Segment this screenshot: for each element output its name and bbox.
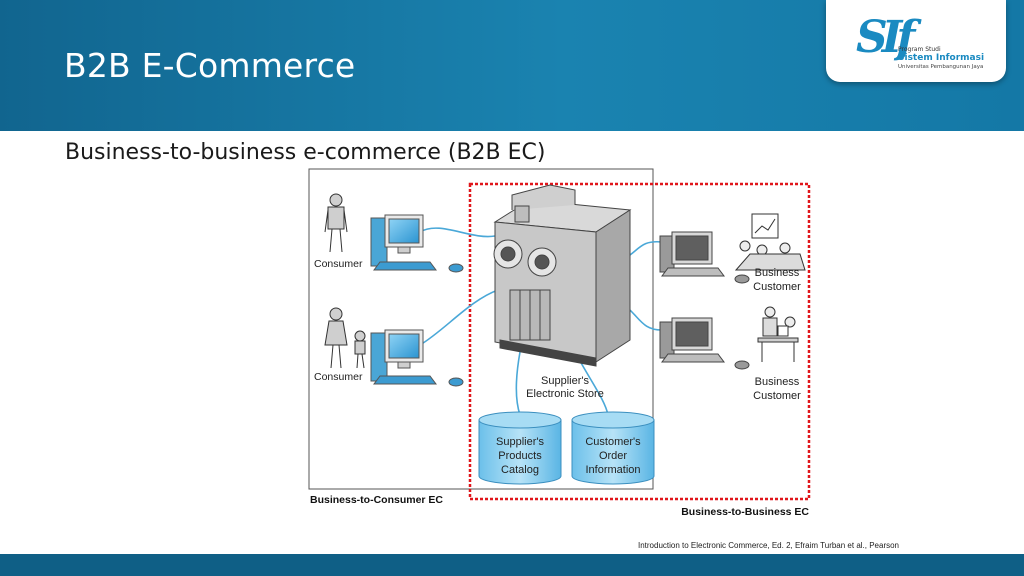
consumer-1-label: Consumer (314, 258, 363, 270)
order-information-database-icon (571, 411, 655, 485)
store-label-line2: Electronic Store (526, 388, 604, 400)
logo-badge: SIf Program Studi Sistem Informasi Unive… (826, 0, 1006, 82)
business-customer-1-computer-icon (659, 231, 750, 284)
business-customer-1-label-line2: Customer (753, 281, 801, 293)
logo-line-1: Program Studi (898, 46, 941, 53)
business-customer-2-label-line2: Customer (753, 390, 801, 402)
slide-subtitle: Business-to-business e-commerce (B2B EC) (65, 140, 546, 165)
slide-footer-bar (0, 554, 1024, 576)
catalog-label-line3: Catalog (501, 464, 539, 476)
consumer-2-computer-icon (370, 329, 464, 387)
b2b-boundary (468, 182, 811, 501)
b2b-caption: Business-to-Business EC (681, 506, 809, 518)
b2c-caption: Business-to-Consumer EC (310, 494, 443, 506)
consumer-1-figure-icon (324, 193, 348, 253)
logo-line-3: Universitas Pembangunan Jaya (898, 64, 984, 70)
logo-mark: SIf (856, 12, 915, 63)
logo-line-2: Sistem Informasi (898, 53, 985, 63)
slide-title: B2B E-Commerce (64, 46, 356, 85)
order-label-line2: Order (599, 450, 627, 462)
consumer-2-label: Consumer (314, 371, 363, 383)
business-meeting-icon (734, 213, 806, 271)
business-customer-1-label-line1: Business (755, 267, 800, 279)
products-catalog-database-icon (478, 411, 562, 485)
catalog-label-line1: Supplier's (496, 436, 544, 448)
order-label-line3: Information (585, 464, 640, 476)
source-citation: Introduction to Electronic Commerce, Ed.… (638, 541, 900, 550)
business-customer-2-label-line1: Business (755, 376, 800, 388)
supplier-server-icon (493, 184, 632, 367)
store-label-line1: Supplier's (541, 375, 589, 387)
consumer-2-figure-icon (324, 307, 366, 369)
office-worker-icon (757, 306, 799, 362)
business-customer-2-computer-icon (659, 317, 750, 370)
order-label-line1: Customer's (585, 436, 641, 448)
consumer-1-computer-icon (370, 214, 464, 273)
catalog-label-line2: Products (498, 450, 542, 462)
